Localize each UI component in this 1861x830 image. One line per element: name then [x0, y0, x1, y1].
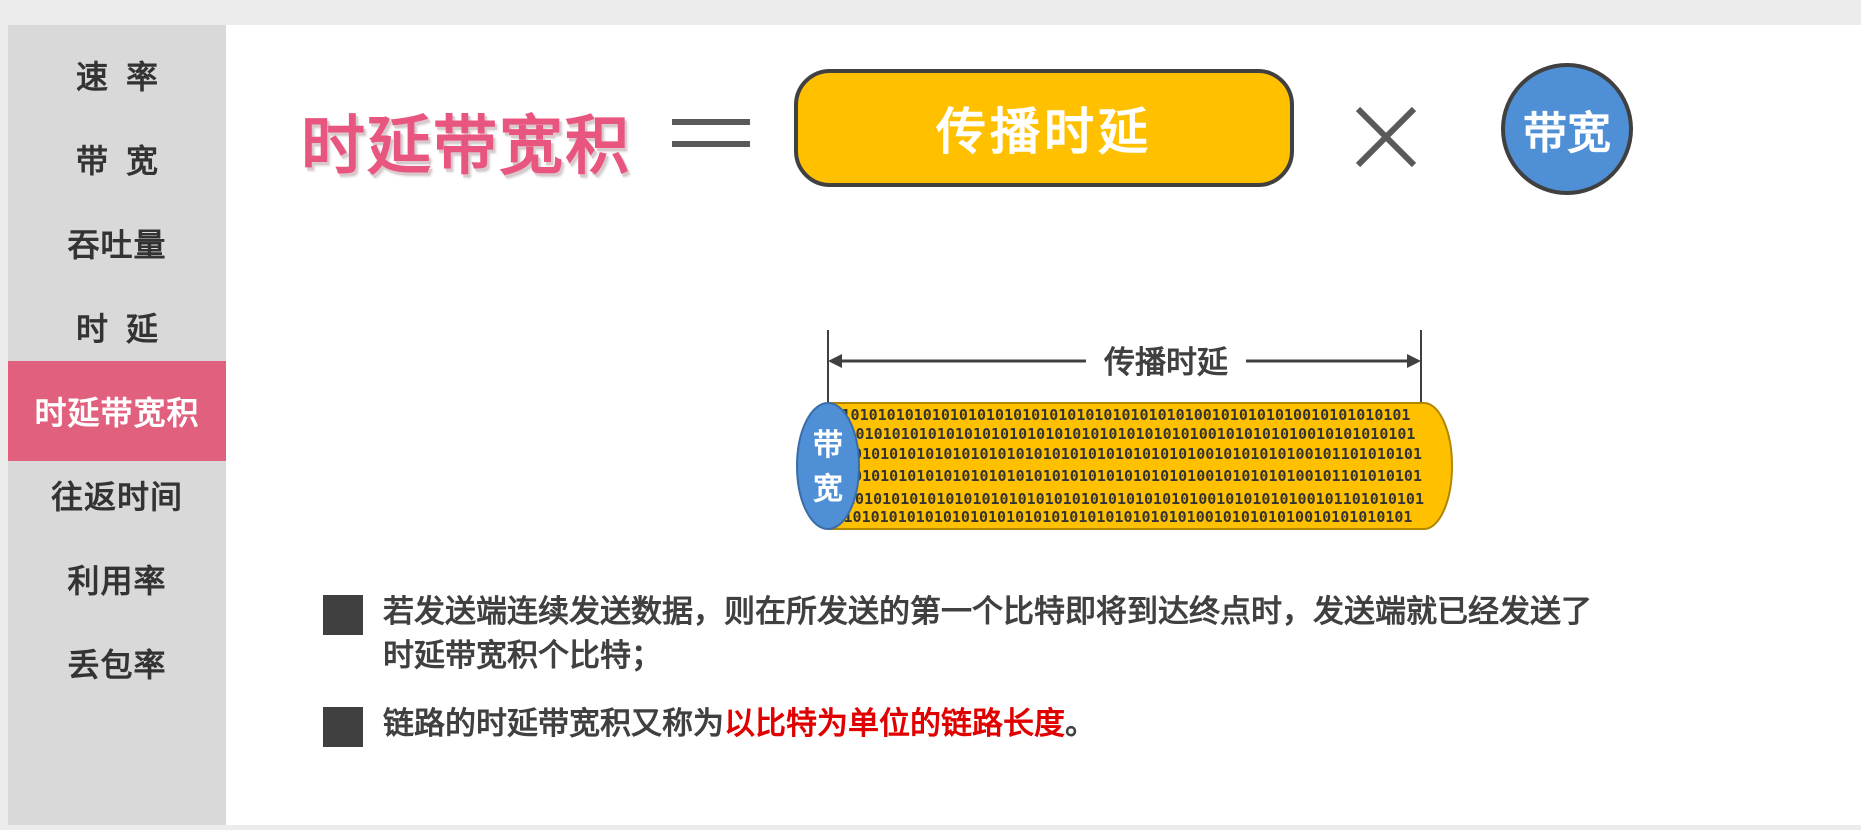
bit-row-4: 1010101010101010101010101010101010101010… — [844, 467, 1422, 485]
bandwidth-circle: 带宽 — [1501, 63, 1633, 195]
bullet-2-suffix: 。 — [1065, 706, 1096, 742]
slide-content: 时延带宽积 传播时延 带宽 传播时延 101010101010101010101… — [226, 25, 1861, 825]
bullet-text-1: 若发送端连续发送数据，则在所发送的第一个比特即将到达终点时，发送端就已经发送了 … — [383, 590, 1592, 678]
bullet-2-emphasis: 以比特为单位的链路长度 — [724, 706, 1065, 742]
bit-row-2: 1010101010101010101010101010101010101010… — [847, 425, 1416, 443]
bullet-2-prefix: 链路的时延带宽积又称为 — [383, 706, 724, 742]
bullet-item-1: 若发送端连续发送数据，则在所发送的第一个比特即将到达终点时，发送端就已经发送了 … — [323, 590, 1823, 680]
bullet-item-2: 链路的时延带宽积又称为以比特为单位的链路长度。 — [323, 702, 1823, 752]
pipe-bandwidth-label-2: 宽 — [813, 472, 843, 507]
bullet-square-icon — [323, 707, 363, 747]
bit-row-5: 1010101010101010101010101010101010101010… — [846, 490, 1424, 508]
delay-arrowhead-left — [828, 354, 842, 368]
bit-row-6: 1010101010101010101010101010101010101010… — [844, 508, 1413, 526]
bit-row-3: 1010101010101010101010101010101010101010… — [844, 445, 1422, 463]
pipe-diagram: 传播时延 10101010101010101010101010101010101… — [786, 300, 1486, 560]
propagation-delay-box: 传播时延 — [794, 69, 1294, 187]
pipe-bandwidth-label-1: 带 — [813, 428, 843, 463]
sidebar-item-packet-loss[interactable]: 丢包率 — [8, 613, 226, 713]
delay-arrow-label: 传播时延 — [1103, 345, 1229, 381]
bullet-square-icon — [323, 595, 363, 635]
bit-row-1: 1010101010101010101010101010101010101010… — [842, 406, 1411, 424]
sidebar-nav: 速率 带宽 吞吐量 时延 时延带宽积 往返时间 利用率 丢包率 — [8, 25, 226, 825]
formula-title: 时延带宽积 — [301, 95, 631, 187]
pipe-bandwidth-end — [797, 403, 859, 529]
multiply-icon — [1346, 97, 1426, 177]
bullet-1-line-1: 若发送端连续发送数据，则在所发送的第一个比特即将到达终点时，发送端就已经发送了 — [383, 590, 1592, 634]
bullet-1-line-2: 时延带宽积个比特； — [383, 634, 1592, 678]
equals-icon — [672, 111, 750, 151]
delay-arrowhead-right — [1407, 354, 1421, 368]
bullet-text-2: 链路的时延带宽积又称为以比特为单位的链路长度。 — [383, 702, 1096, 746]
